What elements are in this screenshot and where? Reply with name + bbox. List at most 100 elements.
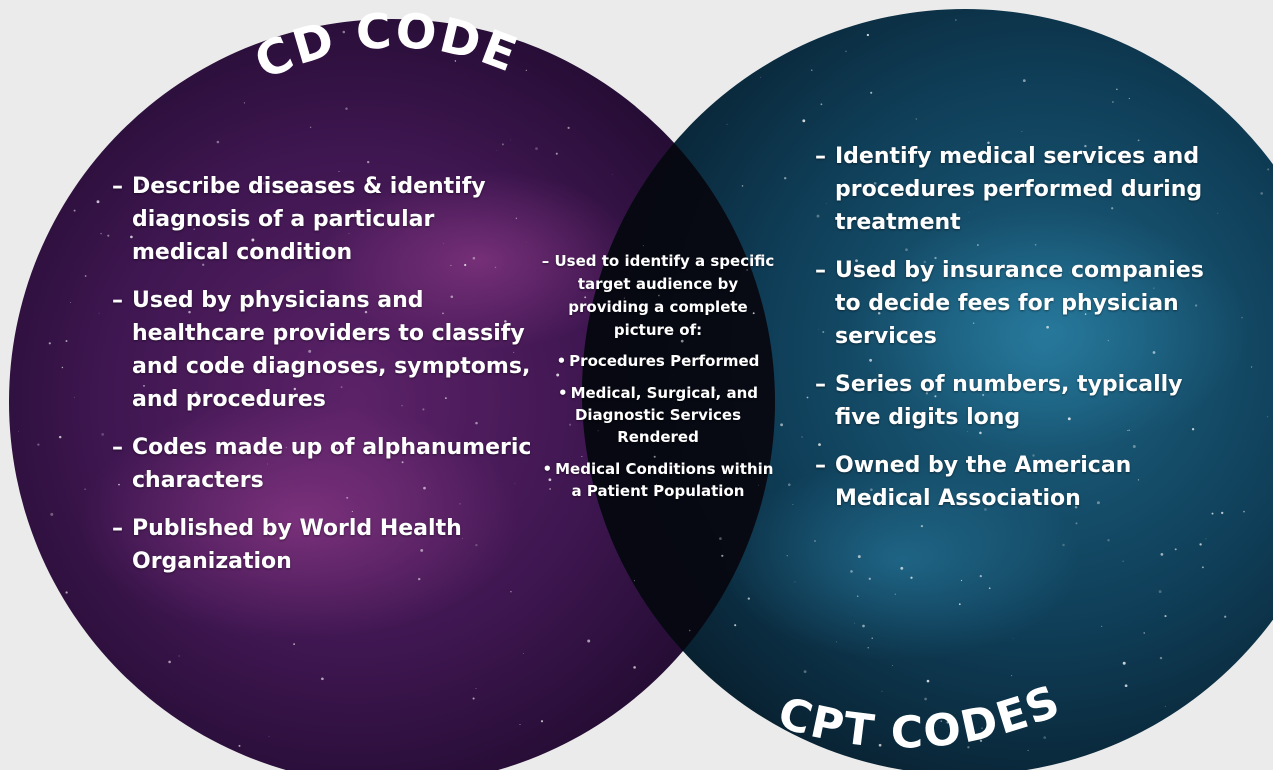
star (1128, 97, 1130, 99)
star (1153, 287, 1155, 289)
star (336, 447, 338, 450)
star (442, 312, 444, 315)
star (186, 296, 189, 298)
star (548, 478, 552, 482)
star (688, 629, 691, 632)
star (1046, 325, 1049, 329)
star (839, 330, 840, 331)
star (801, 436, 803, 438)
star (850, 570, 853, 573)
star (367, 160, 370, 164)
star (118, 483, 120, 486)
star (504, 320, 507, 323)
star (459, 503, 461, 505)
star (494, 266, 497, 269)
star (786, 555, 788, 557)
star (165, 528, 168, 532)
icd-item: –Used by physicians and healthcare provi… (112, 288, 531, 412)
star (920, 420, 922, 422)
star (1101, 625, 1103, 627)
star (870, 488, 873, 491)
star (760, 76, 762, 78)
star (48, 342, 51, 345)
star (1137, 479, 1140, 481)
star (811, 69, 813, 71)
star (321, 677, 324, 681)
star (1267, 416, 1269, 418)
star (940, 720, 942, 722)
star (866, 33, 870, 37)
star (501, 143, 504, 146)
overlap-text: – Used to identify a specific target aud… (538, 250, 778, 512)
star (587, 639, 591, 643)
star (857, 555, 861, 559)
star (818, 328, 819, 330)
star (726, 123, 728, 125)
star (1260, 192, 1264, 195)
star (642, 245, 644, 247)
star (900, 566, 904, 570)
star (873, 181, 877, 185)
star (50, 512, 54, 516)
star (1205, 538, 1207, 540)
cpt-list: –Identify medical services and procedure… (815, 140, 1205, 530)
star (18, 430, 19, 432)
star (1112, 101, 1114, 103)
star (472, 697, 475, 700)
star (803, 670, 807, 673)
star (1032, 454, 1035, 457)
star (653, 455, 656, 458)
star (262, 182, 265, 185)
star (351, 510, 353, 513)
star (293, 643, 295, 645)
star (168, 660, 171, 664)
star (1164, 615, 1167, 618)
star (423, 486, 426, 490)
star (510, 139, 512, 141)
star (268, 736, 270, 737)
star (555, 152, 558, 155)
star (816, 214, 820, 218)
star (926, 679, 930, 683)
star (464, 263, 467, 267)
star (605, 288, 607, 290)
star (228, 212, 231, 215)
star (1174, 548, 1177, 551)
star (403, 222, 405, 224)
star (958, 603, 961, 606)
star (734, 624, 737, 627)
star (923, 260, 927, 264)
star (868, 577, 871, 580)
star (854, 622, 855, 624)
star (308, 349, 312, 353)
star (747, 597, 750, 600)
star (556, 373, 560, 377)
star (981, 727, 983, 730)
star (401, 461, 404, 464)
star (967, 746, 970, 749)
star (70, 302, 72, 303)
star (973, 322, 975, 324)
star (1267, 168, 1270, 171)
star (1159, 656, 1163, 660)
star (802, 119, 806, 123)
star (285, 446, 287, 449)
star (549, 488, 551, 490)
star (37, 443, 40, 446)
star (719, 537, 722, 540)
star (141, 183, 144, 186)
star (1156, 187, 1159, 190)
star (934, 395, 937, 398)
star (450, 264, 452, 266)
star (510, 590, 512, 593)
cpt-item: –Used by insurance companies to decide f… (815, 258, 1204, 349)
star (869, 358, 873, 362)
star (519, 724, 521, 725)
star (810, 709, 812, 711)
star (968, 211, 970, 213)
star (871, 637, 873, 639)
star (988, 587, 991, 590)
star (845, 50, 847, 53)
star (1124, 684, 1128, 688)
star (780, 423, 784, 427)
